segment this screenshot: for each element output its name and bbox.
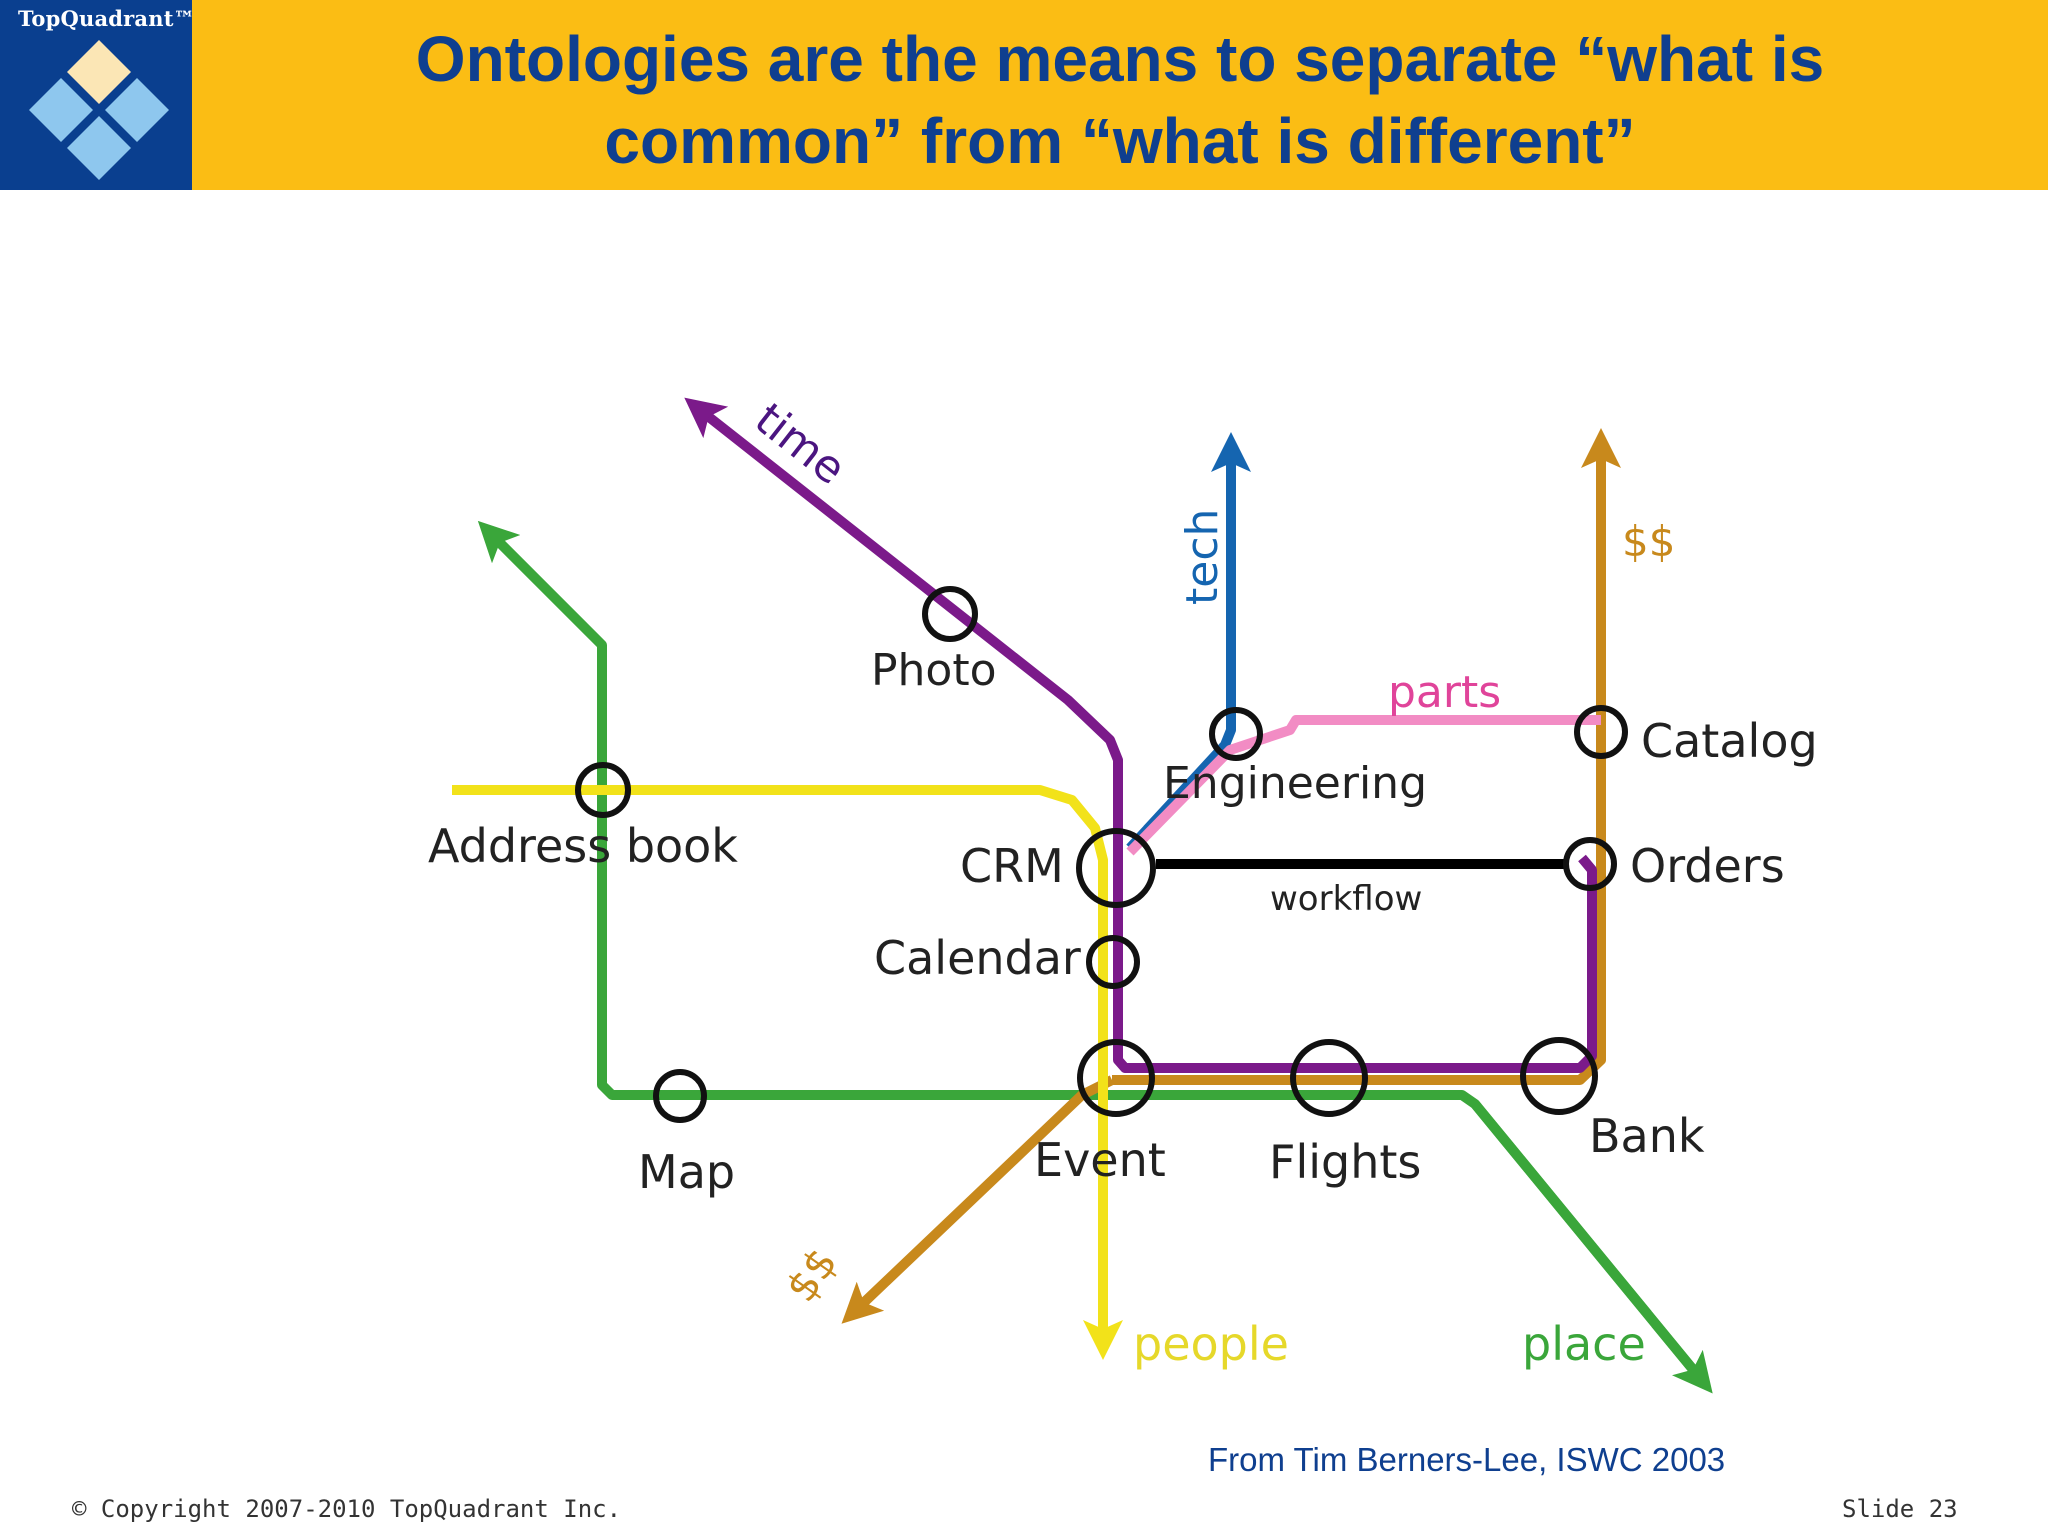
label-photo: Photo — [871, 645, 997, 696]
money-bottom-label: $$ — [776, 1239, 847, 1311]
station-photo — [922, 586, 978, 642]
station-calendar — [1086, 935, 1140, 989]
source-citation: From Tim Berners-Lee, ISWC 2003 — [1208, 1441, 1726, 1478]
label-orders: Orders — [1630, 839, 1785, 893]
parts-label: parts — [1388, 667, 1501, 718]
money-top-label: $$ — [1622, 517, 1675, 566]
station-orders — [1563, 837, 1617, 891]
place-line — [477, 520, 1704, 1382]
people-label: people — [1133, 1317, 1289, 1371]
copyright-notice: © Copyright 2007-2010 TopQuadrant Inc. — [72, 1495, 622, 1523]
station-map — [653, 1069, 707, 1123]
station-engineering — [1209, 707, 1263, 761]
station-bank — [1520, 1037, 1598, 1115]
workflow-label: workflow — [1270, 879, 1422, 919]
label-address-book: Address book — [428, 819, 738, 873]
label-map: Map — [638, 1145, 735, 1199]
time-label: time — [745, 393, 855, 494]
station-crm — [1076, 828, 1156, 908]
station-flights — [1290, 1039, 1368, 1117]
label-event: Event — [1034, 1133, 1166, 1187]
diamond-logo-icon — [29, 40, 169, 180]
slide-title-line-1: Ontologies are the means to separate “wh… — [415, 23, 1825, 95]
slide-title-line-2: common” from “what is different” — [604, 105, 1636, 177]
station-address-book — [575, 762, 631, 818]
place-line-tail — [1471, 1100, 1713, 1394]
money-line-tail — [841, 1075, 1115, 1324]
label-flights: Flights — [1269, 1135, 1421, 1189]
label-crm: CRM — [960, 839, 1064, 893]
label-calendar: Calendar — [874, 931, 1081, 985]
slide-title: Ontologies are the means to separate “wh… — [192, 18, 2048, 182]
logo-wordmark: TopQuadrant™ — [18, 6, 195, 31]
label-bank: Bank — [1589, 1109, 1705, 1163]
label-engineering: Engineering — [1163, 758, 1427, 809]
topquadrant-logo: TopQuadrant™ — [0, 0, 195, 190]
time-line — [684, 397, 1597, 1073]
place-label: place — [1522, 1317, 1646, 1371]
parts-line — [1126, 715, 1601, 856]
station-catalog — [1574, 705, 1628, 759]
slide-number: Slide 23 — [1842, 1495, 1958, 1523]
label-catalog: Catalog — [1641, 714, 1818, 768]
station-event — [1077, 1039, 1155, 1117]
tech-label: tech — [1177, 509, 1228, 605]
title-banner: TopQuadrant™ Ontologies are the means to… — [0, 0, 2048, 190]
